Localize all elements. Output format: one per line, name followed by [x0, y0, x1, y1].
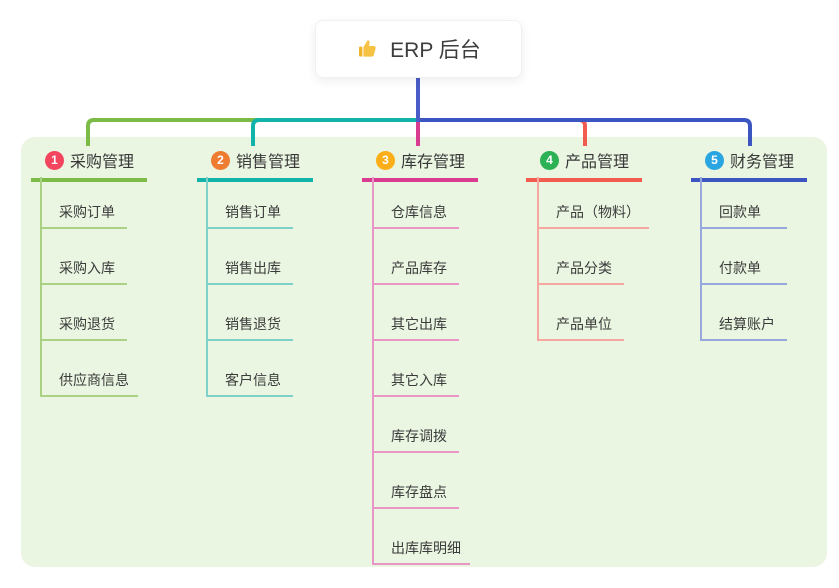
branch-children-inventory: 仓库信息 产品库存 其它出库 其它入库 库存调拨 库存盘点 出库库明细 [372, 177, 470, 565]
child-node[interactable]: 产品（物料） [539, 177, 649, 229]
child-node[interactable]: 产品分类 [539, 229, 624, 285]
child-node[interactable]: 销售出库 [208, 229, 293, 285]
branch-label: 库存管理 [401, 154, 466, 171]
branch-children-finance: 回款单 付款单 结算账户 [700, 177, 787, 341]
branch-label: 财务管理 [730, 154, 795, 171]
branch-children-product: 产品（物料） 产品分类 产品单位 [537, 177, 649, 341]
branch-badge: 1 [45, 150, 64, 170]
child-node[interactable]: 其它入库 [374, 341, 459, 397]
branch-label: 产品管理 [565, 154, 630, 171]
child-node[interactable]: 产品库存 [374, 229, 459, 285]
branch-node-sales[interactable]: 2 销售管理 [197, 148, 313, 182]
thumbs-up-icon [356, 37, 380, 61]
child-node[interactable]: 库存盘点 [374, 453, 459, 509]
child-node[interactable]: 客户信息 [208, 341, 293, 397]
branch-node-finance[interactable]: 5 财务管理 [691, 148, 807, 182]
child-node[interactable]: 销售退货 [208, 285, 293, 341]
child-node[interactable]: 采购订单 [42, 177, 127, 229]
branch-label: 采购管理 [70, 154, 135, 171]
branch-badge: 3 [376, 150, 395, 170]
branch-label: 销售管理 [236, 154, 301, 171]
branch-children-sales: 销售订单 销售出库 销售退货 客户信息 [206, 177, 293, 397]
child-node[interactable]: 回款单 [702, 177, 787, 229]
branches-background-panel [21, 137, 827, 567]
child-node[interactable]: 仓库信息 [374, 177, 459, 229]
child-node[interactable]: 采购退货 [42, 285, 127, 341]
branch-badge: 2 [211, 150, 230, 170]
branch-badge: 5 [705, 150, 724, 170]
child-node[interactable]: 其它出库 [374, 285, 459, 341]
branch-children-purchase: 采购订单 采购入库 采购退货 供应商信息 [40, 177, 138, 397]
child-node[interactable]: 产品单位 [539, 285, 624, 341]
root-node[interactable]: ERP 后台 [315, 20, 522, 78]
child-node[interactable]: 销售订单 [208, 177, 293, 229]
child-node[interactable]: 付款单 [702, 229, 787, 285]
branch-node-inventory[interactable]: 3 库存管理 [362, 148, 478, 182]
branch-node-purchase[interactable]: 1 采购管理 [31, 148, 147, 182]
root-title: ERP 后台 [390, 39, 481, 62]
child-node[interactable]: 出库库明细 [374, 509, 470, 565]
branch-node-product[interactable]: 4 产品管理 [526, 148, 642, 182]
child-node[interactable]: 库存调拨 [374, 397, 459, 453]
child-node[interactable]: 供应商信息 [42, 341, 138, 397]
child-node[interactable]: 采购入库 [42, 229, 127, 285]
child-node[interactable]: 结算账户 [702, 285, 787, 341]
branch-badge: 4 [540, 150, 559, 170]
